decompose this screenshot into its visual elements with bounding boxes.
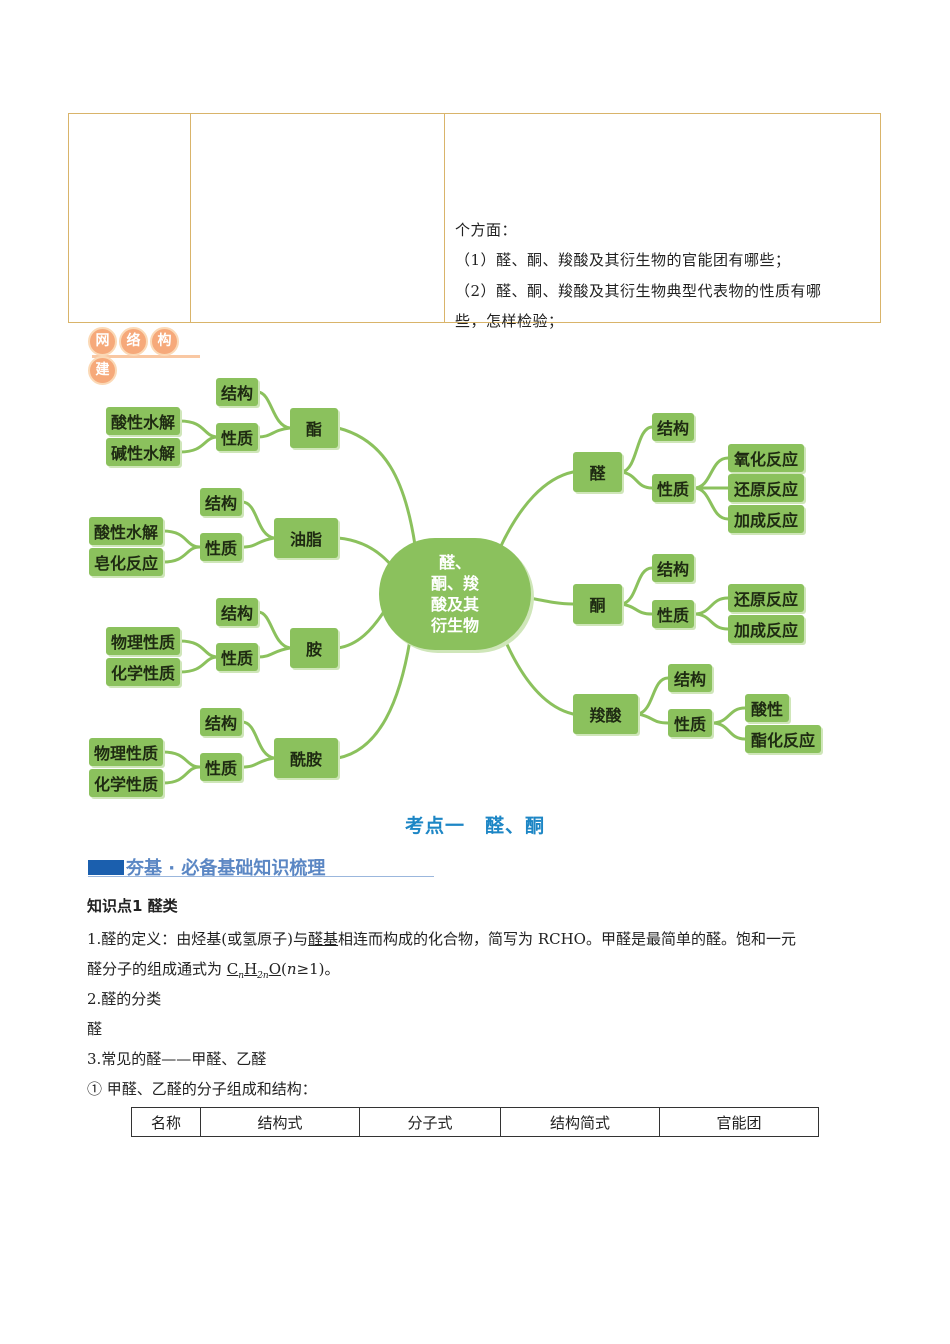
badge-char: 构	[150, 327, 179, 356]
node-addition: 加成反应	[728, 505, 804, 533]
node-property: 性质	[668, 709, 712, 737]
node-youzhi: 油脂	[274, 518, 338, 558]
node-structure: 结构	[200, 708, 242, 736]
table-header: 官能团	[659, 1107, 819, 1137]
center-line: 醛、	[438, 553, 471, 572]
node-property: 性质	[216, 643, 258, 671]
network-badge: 网络构建	[88, 327, 204, 385]
node-tong: 酮	[573, 584, 622, 624]
top-table-divider-2	[444, 113, 445, 323]
node-oxidation: 氧化反应	[728, 444, 804, 472]
node-structure: 结构	[668, 664, 712, 692]
node-addition: 加成反应	[728, 615, 804, 643]
node-xianan: 酰胺	[274, 738, 338, 778]
node-zhi: 酯	[290, 408, 338, 448]
node-saponification: 皂化反应	[89, 548, 163, 576]
center-line: 酸及其	[430, 595, 479, 614]
section-bar	[88, 860, 124, 875]
definition-text: 1.醛的定义：由烃基(或氢原子)与	[87, 930, 309, 948]
node-acid-hydrolysis: 酸性水解	[89, 517, 163, 545]
definition-line-2: 醛分子的组成通式为 CnH2nO(n≥1)。	[87, 960, 340, 981]
aldehyde-table: 名称 结构式 分子式 结构简式 官能团	[131, 1107, 819, 1137]
node-property: 性质	[216, 423, 258, 451]
node-structure: 结构	[652, 554, 694, 582]
table-header: 结构式	[200, 1107, 360, 1137]
node-physical: 物理性质	[89, 738, 163, 766]
node-property: 性质	[200, 533, 242, 561]
node-base-hydrolysis: 碱性水解	[106, 438, 180, 466]
mindmap-connectors	[161, 390, 747, 785]
center-line: 酮、羧	[430, 574, 479, 593]
badge-underline	[92, 355, 200, 358]
node-acid-hydrolysis: 酸性水解	[106, 407, 180, 435]
node-structure: 结构	[216, 598, 258, 626]
table-header: 结构简式	[500, 1107, 660, 1137]
badge-char: 建	[88, 356, 117, 385]
table-row: 名称 结构式 分子式 结构简式 官能团	[131, 1107, 819, 1137]
node-esterification: 酯化反应	[745, 725, 821, 753]
classification-text: 醛	[87, 1020, 103, 1038]
section-underline	[88, 876, 434, 877]
knowledge-point-1: 知识点1 醛类	[87, 897, 178, 915]
node-reduction: 还原反应	[728, 474, 804, 502]
formula-label: 醛分子的组成通式为	[87, 960, 227, 978]
node-chemical: 化学性质	[106, 658, 180, 686]
node-structure: 结构	[652, 413, 694, 441]
node-property: 性质	[652, 474, 694, 502]
node-chemical: 化学性质	[89, 769, 163, 797]
top-line-2: （1）醛、酮、羧酸及其衍生物的官能团有哪些；	[455, 251, 791, 269]
node-an: 胺	[290, 628, 338, 668]
top-line-3: （2）醛、酮、羧酸及其衍生物典型代表物的性质有哪	[455, 282, 822, 300]
table-header: 名称	[131, 1107, 201, 1137]
node-property: 性质	[200, 753, 242, 781]
classification-heading: 2.醛的分类	[87, 990, 162, 1008]
badge-char: 络	[119, 327, 148, 356]
top-table-divider-1	[190, 113, 191, 323]
common-aldehydes-heading: 3.常见的醛——甲醛、乙醛	[87, 1050, 267, 1068]
node-reduction: 还原反应	[728, 584, 804, 612]
node-structure: 结构	[200, 488, 242, 516]
sub-heading-1: ① 甲醛、乙醛的分子组成和结构：	[87, 1080, 317, 1098]
general-formula: CnH2nO	[226, 960, 281, 981]
top-line-4: 些，怎样检验；	[455, 312, 564, 330]
badge-char: 网	[88, 327, 117, 356]
center-line: 衍生物	[430, 616, 479, 635]
node-acidity: 酸性	[745, 694, 789, 722]
top-table	[68, 113, 881, 323]
answer-blank: 醛基	[308, 930, 339, 948]
section-title: 夯基 · 必备基础知识梳理	[126, 858, 326, 879]
node-suosuan: 羧酸	[573, 694, 638, 734]
mindmap-center: 醛、 酮、羧 酸及其 衍生物	[379, 538, 531, 650]
kaodian-title: 考点一 醛、酮	[404, 815, 545, 837]
table-header: 分子式	[359, 1107, 501, 1137]
node-structure: 结构	[216, 378, 258, 406]
node-property: 性质	[652, 600, 694, 628]
definition-text: 相连而构成的化合物，简写为 RCHO。甲醛是最简单的醛。饱和一元	[338, 930, 796, 948]
definition-line-1: 1.醛的定义：由烃基(或氢原子)与醛基相连而构成的化合物，简写为 RCHO。甲醛…	[87, 929, 796, 949]
node-quan: 醛	[573, 452, 622, 492]
top-line-1: 个方面：	[455, 221, 518, 239]
node-physical: 物理性质	[106, 627, 180, 655]
